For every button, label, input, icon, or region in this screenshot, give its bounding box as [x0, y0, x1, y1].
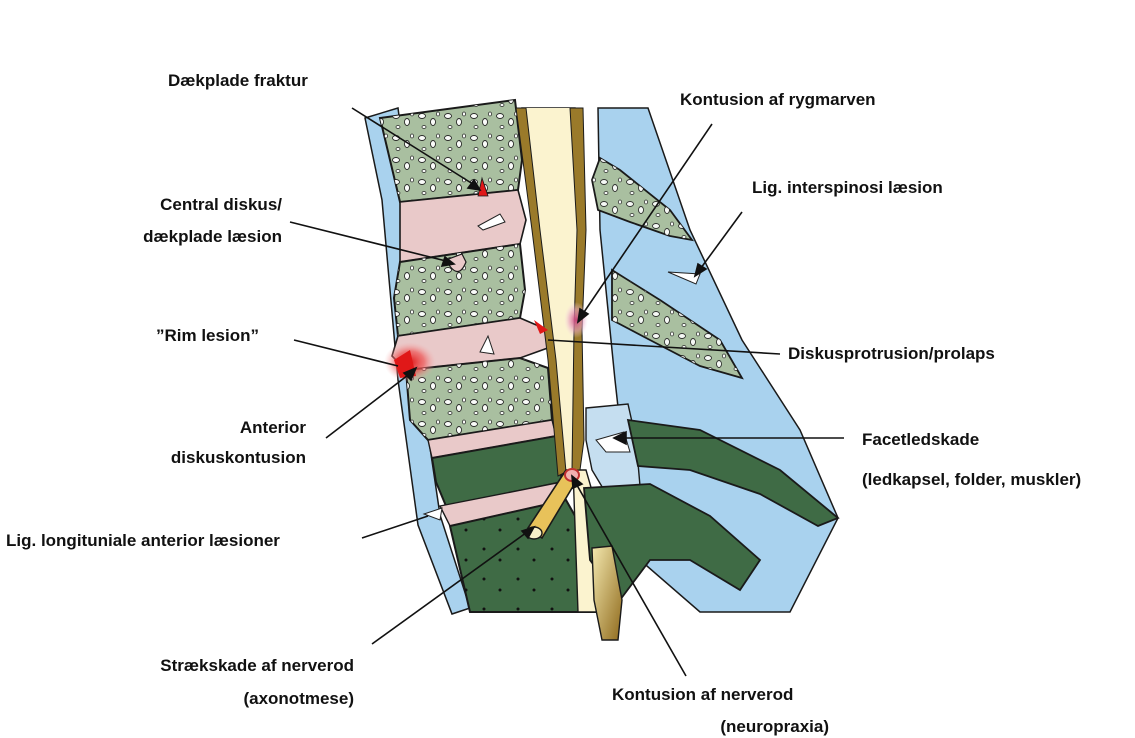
label-stretch-line1: Strækskade af nerverod: [160, 656, 354, 675]
cord-contusion-glow: [564, 302, 588, 338]
label-facet-line1: Facetledskade: [862, 430, 979, 449]
label-anterior-line1: Anterior: [240, 418, 307, 437]
label-lig-interspinosi: Lig. interspinosi læsion: [752, 178, 943, 197]
label-disc-protrusion: Diskusprotrusion/prolaps: [788, 344, 995, 363]
label-root-contusion-line2: (neuropraxia): [720, 717, 829, 736]
label-lig-longitudinal: Lig. longituniale anterior læsioner: [6, 531, 280, 550]
label-root-contusion-line1: Kontusion af nerverod: [612, 685, 793, 704]
label-stretch-line2: (axonotmese): [243, 689, 354, 708]
label-rim-lesion: ”Rim lesion”: [156, 326, 259, 345]
leader-anterior-contusion: [326, 372, 412, 438]
label-cord-contusion: Kontusion af rygmarven: [680, 90, 876, 109]
label-central-disc-line1: Central diskus/: [160, 195, 282, 214]
label-anterior-line2: diskuskontusion: [171, 448, 306, 467]
label-endplate-fracture: Dækplade fraktur: [168, 71, 308, 90]
leader-interspinous: [698, 212, 742, 272]
leader-rim-lesion: [294, 340, 398, 366]
label-central-disc-line2: dækplade læsion: [143, 227, 282, 246]
label-facet-line2: (ledkapsel, folder, muskler): [862, 470, 1081, 489]
